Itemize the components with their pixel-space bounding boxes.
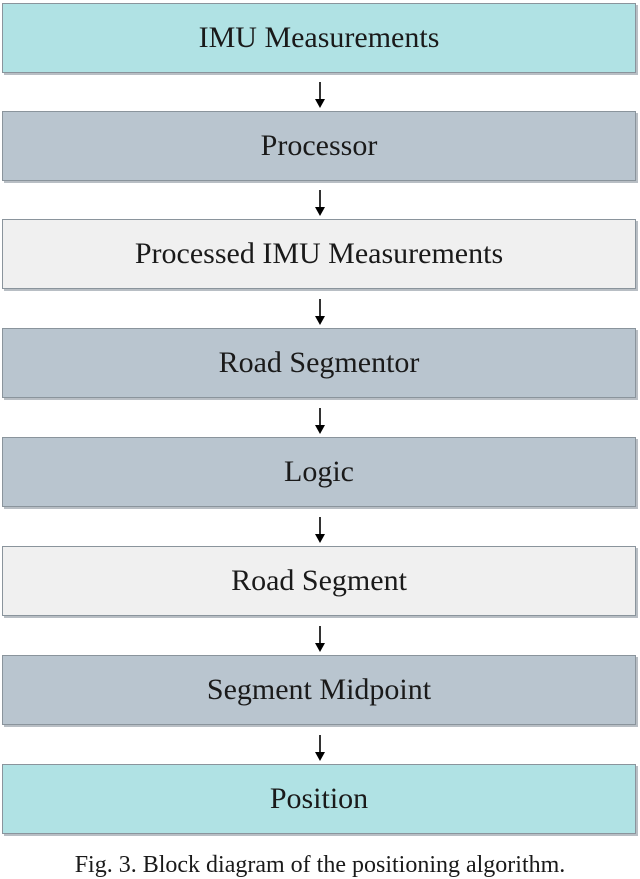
node-processor: Processor [2, 111, 636, 181]
node-label: Segment Midpoint [206, 673, 432, 706]
node-label: Road Segment [231, 564, 407, 597]
node-position: Position [2, 764, 636, 834]
figure-caption: Fig. 3. Block diagram of the positioning… [74, 852, 566, 878]
node-label: IMU Measurements [198, 21, 440, 54]
node-label: Processed IMU Measurements [134, 237, 504, 270]
node-label: Processor [260, 129, 378, 162]
arrow-down-icon [315, 735, 325, 761]
arrow-down-icon [315, 190, 325, 216]
node-road-segmentor: Road Segmentor [2, 328, 636, 398]
node-road-segment: Road Segment [2, 546, 636, 616]
arrow-down-icon [315, 626, 325, 652]
node-imu-measurements: IMU Measurements [2, 3, 636, 73]
node-segment-midpoint: Segment Midpoint [2, 655, 636, 725]
arrow-down-icon [315, 517, 325, 543]
node-label: Logic [284, 455, 354, 488]
node-logic: Logic [2, 437, 636, 507]
arrow-down-icon [315, 408, 325, 434]
arrow-down-icon [315, 299, 325, 325]
node-processed-imu-measurements: Processed IMU Measurements [2, 219, 636, 289]
node-label: Road Segmentor [218, 346, 420, 379]
node-label: Position [269, 782, 369, 815]
arrow-down-icon [315, 82, 325, 108]
